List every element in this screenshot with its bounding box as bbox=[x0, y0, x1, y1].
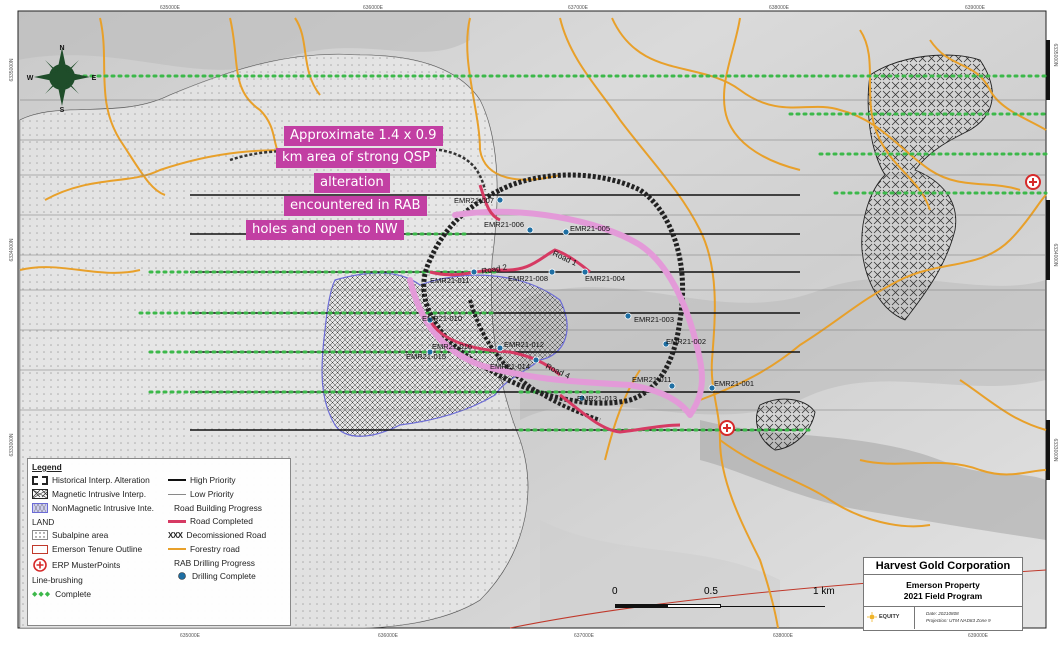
property-name: Emerson Property bbox=[906, 580, 980, 590]
drill-hole-label: EMR21-013 bbox=[577, 394, 617, 403]
historical-alteration bbox=[421, 172, 686, 406]
legend-item: Drilling Complete bbox=[176, 571, 256, 581]
drill-hole-label: EMR21-002 bbox=[666, 337, 706, 346]
callout-line: encountered in RAB bbox=[284, 196, 427, 216]
drill-hole-label: EMR21-006 bbox=[484, 220, 524, 229]
low-priority-swatch-icon bbox=[168, 493, 186, 495]
scale-label: 0 bbox=[612, 586, 618, 597]
qsp-callout: Approximate 1.4 x 0.9 km area of strong … bbox=[246, 126, 446, 261]
grid-tick-bottom: 639000E bbox=[968, 633, 989, 639]
muster-point-icon[interactable] bbox=[719, 420, 735, 436]
svg-text:S: S bbox=[60, 107, 65, 114]
legend-item: XXX Decomissioned Road bbox=[168, 530, 267, 540]
grid-tick-top: 635000E bbox=[160, 5, 181, 11]
map-border bbox=[17, 10, 1047, 629]
grid-tick-right: 6335000N bbox=[1052, 43, 1058, 66]
drill-hole-label: EMR21-016 bbox=[432, 342, 472, 351]
map-legend: Legend Historical Interp. Alteration Mag… bbox=[27, 458, 291, 626]
tenure-swatch-icon bbox=[32, 544, 48, 554]
scale-bar: 0 0.5 1 km bbox=[605, 586, 837, 618]
north-arrow-icon: N S W E bbox=[27, 45, 97, 114]
qsp-alteration-outline bbox=[407, 208, 705, 418]
grid-tick-bottom: 635000E bbox=[180, 633, 201, 639]
program-name: 2021 Field Program bbox=[903, 591, 983, 601]
alteration-swatch-icon bbox=[32, 475, 48, 485]
legend-item: NonMagnetic Intrusive Inte. bbox=[32, 503, 154, 513]
grid-tick-top: 638000E bbox=[769, 5, 790, 11]
grid-tick-bottom: 636000E bbox=[378, 633, 399, 639]
company-name: Harvest Gold Corporation bbox=[864, 560, 1022, 575]
map-date: Date: 20210808 bbox=[926, 611, 959, 616]
grid-tick-top: 637000E bbox=[568, 5, 589, 11]
legend-item: Emerson Tenure Outline bbox=[32, 544, 142, 554]
road-completed-swatch-icon bbox=[168, 519, 186, 523]
linebrush-swatch-icon: ◆◆◆ bbox=[32, 591, 52, 598]
drill-hole-label: EMR21-003 bbox=[634, 315, 674, 324]
drill-hole-label: EMR21-005 bbox=[570, 224, 610, 233]
svg-text:E: E bbox=[92, 75, 97, 82]
grid-tick-right: 6334000N bbox=[1052, 243, 1058, 266]
scale-label: 1 km bbox=[813, 586, 835, 597]
drill-hole-label: EMR21-012 bbox=[504, 340, 544, 349]
drill-hole-label: EMR21-011 bbox=[632, 375, 671, 384]
legend-item: Subalpine area bbox=[32, 530, 108, 540]
drill-holes bbox=[426, 196, 716, 402]
legend-title: Legend bbox=[32, 462, 62, 472]
scale-bar-graphic bbox=[615, 604, 825, 608]
scale-label: 0.5 bbox=[704, 586, 718, 597]
callout-line: holes and open to NW bbox=[246, 220, 404, 240]
legend-item: Magnetic Intrusive Interp. bbox=[32, 489, 146, 499]
muster-point-icon[interactable] bbox=[1025, 174, 1041, 190]
drill-hole-label: EMR21-011 bbox=[430, 276, 469, 285]
legend-heading: RAB Drilling Progress bbox=[174, 558, 255, 568]
grid-tick-left: 6333000N bbox=[9, 433, 15, 456]
high-priority-swatch-icon bbox=[168, 479, 186, 481]
legend-item: Low Priority bbox=[168, 489, 234, 499]
legend-item: Forestry road bbox=[168, 544, 240, 554]
nonmagnetic-swatch-icon bbox=[32, 503, 48, 513]
grid-tick-left: 6334000N bbox=[9, 238, 15, 261]
title-block: Harvest Gold Corporation Emerson Propert… bbox=[863, 557, 1023, 631]
callout-line: Approximate 1.4 x 0.9 bbox=[284, 126, 443, 146]
drill-hole-label: EMR21-014 bbox=[490, 362, 530, 371]
callout-line: km area of strong QSP bbox=[276, 148, 437, 168]
drill-hole-label: EMR21-015 bbox=[406, 352, 446, 361]
svg-text:N: N bbox=[59, 45, 64, 52]
equity-logo-icon: EQUITY bbox=[867, 612, 899, 622]
legend-item: High Priority bbox=[168, 475, 236, 485]
decommissioned-swatch-icon: XXX bbox=[168, 530, 183, 540]
legend-item: Historical Interp. Alteration bbox=[32, 475, 150, 485]
drill-hole-label: EMR21-008 bbox=[508, 274, 548, 283]
legend-heading: Road Building Progress bbox=[174, 503, 262, 513]
muster-point-swatch-icon bbox=[33, 558, 47, 572]
magnetic-swatch-icon bbox=[32, 489, 48, 499]
drill-hole-label: EMR21-010 bbox=[422, 314, 462, 323]
legend-heading: Line-brushing bbox=[32, 575, 83, 585]
legend-heading: LAND bbox=[32, 517, 55, 527]
grid-tick-bottom: 637000E bbox=[574, 633, 595, 639]
legend-item: ERP MusterPoints bbox=[32, 558, 120, 572]
grid-tick-top: 639000E bbox=[965, 5, 986, 11]
drill-hole-label: EMR21-004 bbox=[585, 274, 625, 283]
map-projection: Projection: UTM NAD83 Zone 9 bbox=[926, 618, 991, 623]
svg-text:W: W bbox=[27, 75, 34, 82]
drill-hole-label: EMR21-001 bbox=[714, 379, 754, 388]
forestry-road-swatch-icon bbox=[168, 548, 186, 550]
grid-tick-left: 6335000N bbox=[9, 58, 15, 81]
grid-tick-top: 636000E bbox=[363, 5, 384, 11]
roads-completed bbox=[428, 184, 681, 434]
drill-hole-label: EMR21-007 bbox=[454, 196, 494, 205]
low-priority-lines bbox=[20, 99, 1046, 411]
drill-complete-swatch-icon bbox=[178, 572, 186, 580]
grid-tick-bottom: 638000E bbox=[773, 633, 794, 639]
grid-tick-right: 6333000N bbox=[1052, 438, 1058, 461]
legend-item: ◆◆◆ Complete bbox=[32, 589, 91, 599]
legend-item: Road Completed bbox=[168, 516, 253, 526]
callout-line: alteration bbox=[314, 173, 390, 193]
forestry-roads bbox=[19, 17, 1047, 629]
magnetic-intrusive-area bbox=[861, 54, 993, 321]
subalpine-swatch-icon bbox=[32, 530, 48, 540]
